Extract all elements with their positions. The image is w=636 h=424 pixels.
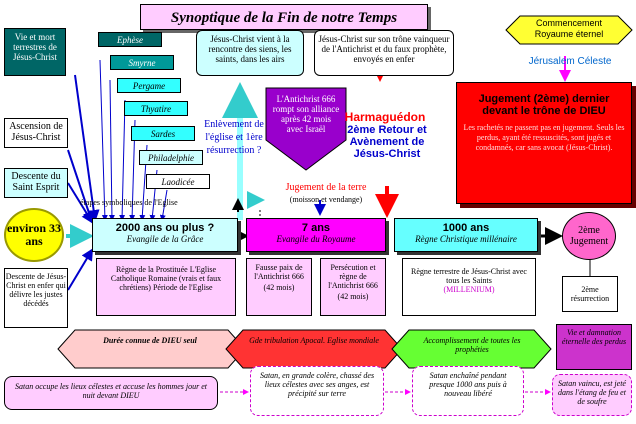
jugement-dernier-box: Jugement (2ème) dernier devant le trône … bbox=[456, 82, 632, 204]
church-laodicee: Laodicée bbox=[146, 174, 210, 189]
persecution-box: Persécution et règne de l'Antichrist 666… bbox=[320, 258, 386, 316]
vie-mort-text: Vie et mort terrestres de Jésus-Christ bbox=[12, 32, 57, 62]
page-title: Synoptique de la Fin de notre Temps bbox=[170, 10, 398, 26]
hex-accomplissement-text: Accomplissement de toutes les prophéties bbox=[423, 336, 521, 354]
hex-damnation-text: Vie et damnation éternelle des perdus bbox=[561, 328, 627, 346]
satan-box-2: Satan, en grande colère, chassé des lieu… bbox=[250, 366, 384, 416]
satan-box-3: Satan enchaîné pendant presque 1000 ans … bbox=[412, 366, 524, 416]
churches-caption: étapes symboliques de l'Eglise bbox=[80, 198, 178, 207]
band-1000-ans: 1000 ans Règne Christique millénaire bbox=[394, 218, 538, 252]
hex-duree-text: Durée connue de DIEU seul bbox=[103, 336, 197, 345]
satan-text-3: Satan enchaîné pendant presque 1000 ans … bbox=[429, 371, 507, 398]
ascension-box: Ascension de Jésus-Christ bbox=[4, 118, 68, 148]
band2-sub: Evangile du Royaume bbox=[276, 234, 356, 244]
church-sardes: Sardes bbox=[131, 126, 195, 141]
band2-title: 7 ans bbox=[301, 222, 331, 234]
page-title-box: Synoptique de la Fin de notre Temps bbox=[140, 4, 428, 30]
fausse-paix-box: Fausse paix de l'Antichrist 666 (42 mois… bbox=[246, 258, 312, 316]
enlevement-text: Enlèvement de l'église et 1ère résurrect… bbox=[204, 119, 264, 156]
resurrection2-box: 2ème résurrection bbox=[562, 276, 618, 312]
church-smyrne: Smyrne bbox=[110, 55, 174, 70]
jugement-dernier-text: Les rachetés ne passent pas en jugement.… bbox=[463, 123, 625, 152]
prostituee-box: Règne de la Prostituée L'Eglise Catholiq… bbox=[96, 258, 236, 316]
ascension-text: Ascension de Jésus-Christ bbox=[9, 121, 63, 143]
moisson-text: (moisson et vendange) bbox=[289, 195, 363, 204]
hex-tribulation-text: Gde tribulation Apocal. Eglise mondiale bbox=[249, 336, 379, 345]
jc-trone-box: Jésus-Christ sur son trône vainqueur de … bbox=[314, 30, 454, 76]
church-pergame: Pergame bbox=[117, 78, 181, 93]
millenium-text: (MILLENIUM) bbox=[443, 285, 495, 294]
church-ephese: Ephèse bbox=[98, 32, 162, 47]
jc-rencontre-text: Jésus-Christ vient à la rencontre des si… bbox=[208, 34, 292, 64]
saint-esprit-box: Descente du Saint Esprit bbox=[4, 168, 68, 198]
satan-text-1: Satan occupe les lieux célestes et accus… bbox=[15, 382, 207, 400]
regne-terrestre-text: Règne terrestre de Jésus-Christ avec tou… bbox=[411, 267, 527, 285]
environ-text: environ 33 ans bbox=[6, 221, 62, 248]
environ-circle: environ 33 ans bbox=[4, 208, 64, 262]
jugement-terre-text: Jugement de la terre bbox=[285, 182, 367, 193]
jugement2-text: 2ème Jugement bbox=[569, 225, 609, 247]
antichrist-shape bbox=[265, 87, 347, 171]
mois42b-text: (42 mois) bbox=[337, 292, 369, 301]
jugement-dernier-title: Jugement (2ème) dernier devant le trône … bbox=[478, 93, 610, 117]
fausse-paix-text: Fausse paix de l'Antichrist 666 bbox=[254, 263, 304, 281]
jc-rencontre-box: Jésus-Christ vient à la rencontre des si… bbox=[196, 30, 304, 76]
resurrection2-text: 2ème résurrection bbox=[570, 285, 610, 303]
saint-esprit-text: Descente du Saint Esprit bbox=[11, 171, 61, 193]
vie-mort-box: Vie et mort terrestres de Jésus-Christ bbox=[4, 28, 66, 76]
band1-title: 2000 ans ou plus ? bbox=[115, 222, 215, 234]
antichrist-text: L'Antichrist 666 rompt son alliance aprè… bbox=[272, 94, 340, 134]
satan-box-4: Satan vaincu, est jeté dans l'étang de f… bbox=[552, 374, 632, 416]
descente-enfer-text: Descente de Jésus-Christ en enfer qui dé… bbox=[5, 272, 67, 308]
church-philadelphie: Philadelphie bbox=[139, 150, 203, 165]
mois42a-text: (42 mois) bbox=[263, 283, 295, 292]
descente-enfer-box: Descente de Jésus-Christ en enfer qui dé… bbox=[4, 268, 68, 328]
harmaguedon-text: Harmaguédon bbox=[344, 110, 426, 124]
satan-text-4: Satan vaincu, est jeté dans l'étang de f… bbox=[558, 379, 626, 406]
band3-sub: Règne Christique millénaire bbox=[415, 234, 517, 244]
jerusalem-text: Jérusalem Céleste bbox=[528, 56, 612, 67]
hex-accomplissement-shape bbox=[391, 329, 552, 369]
regne-terrestre-box: Règne terrestre de Jésus-Christ avec tou… bbox=[402, 258, 536, 316]
band-7-ans: 7 ans Evangile du Royaume bbox=[246, 218, 386, 252]
second-retour-text: 2ème Retour et Avènement de Jésus-Christ bbox=[347, 124, 427, 160]
church-thyatire: Thyatire bbox=[124, 101, 188, 116]
persecution-text: Persécution et règne de l'Antichrist 666 bbox=[328, 263, 378, 290]
jc-trone-text: Jésus-Christ sur son trône vainqueur de … bbox=[318, 34, 450, 64]
commencement-shape bbox=[505, 15, 633, 45]
hex-damnation-box: Vie et damnation éternelle des perdus bbox=[556, 324, 632, 370]
commencement-text: Commencement Royaume éternel bbox=[534, 18, 604, 39]
satan-text-2: Satan, en grande colère, chassé des lieu… bbox=[259, 371, 375, 398]
band-2000-ans: 2000 ans ou plus ? Evangile de la Grâce bbox=[92, 218, 238, 252]
band3-title: 1000 ans bbox=[442, 222, 490, 234]
band1-sub: Evangile de la Grâce bbox=[126, 234, 204, 244]
prostituee-text: Règne de la Prostituée L'Eglise Catholiq… bbox=[110, 265, 222, 292]
jugement2-circle: 2ème Jugement bbox=[562, 212, 616, 260]
satan-box-1: Satan occupe les lieux célestes et accus… bbox=[4, 376, 218, 410]
